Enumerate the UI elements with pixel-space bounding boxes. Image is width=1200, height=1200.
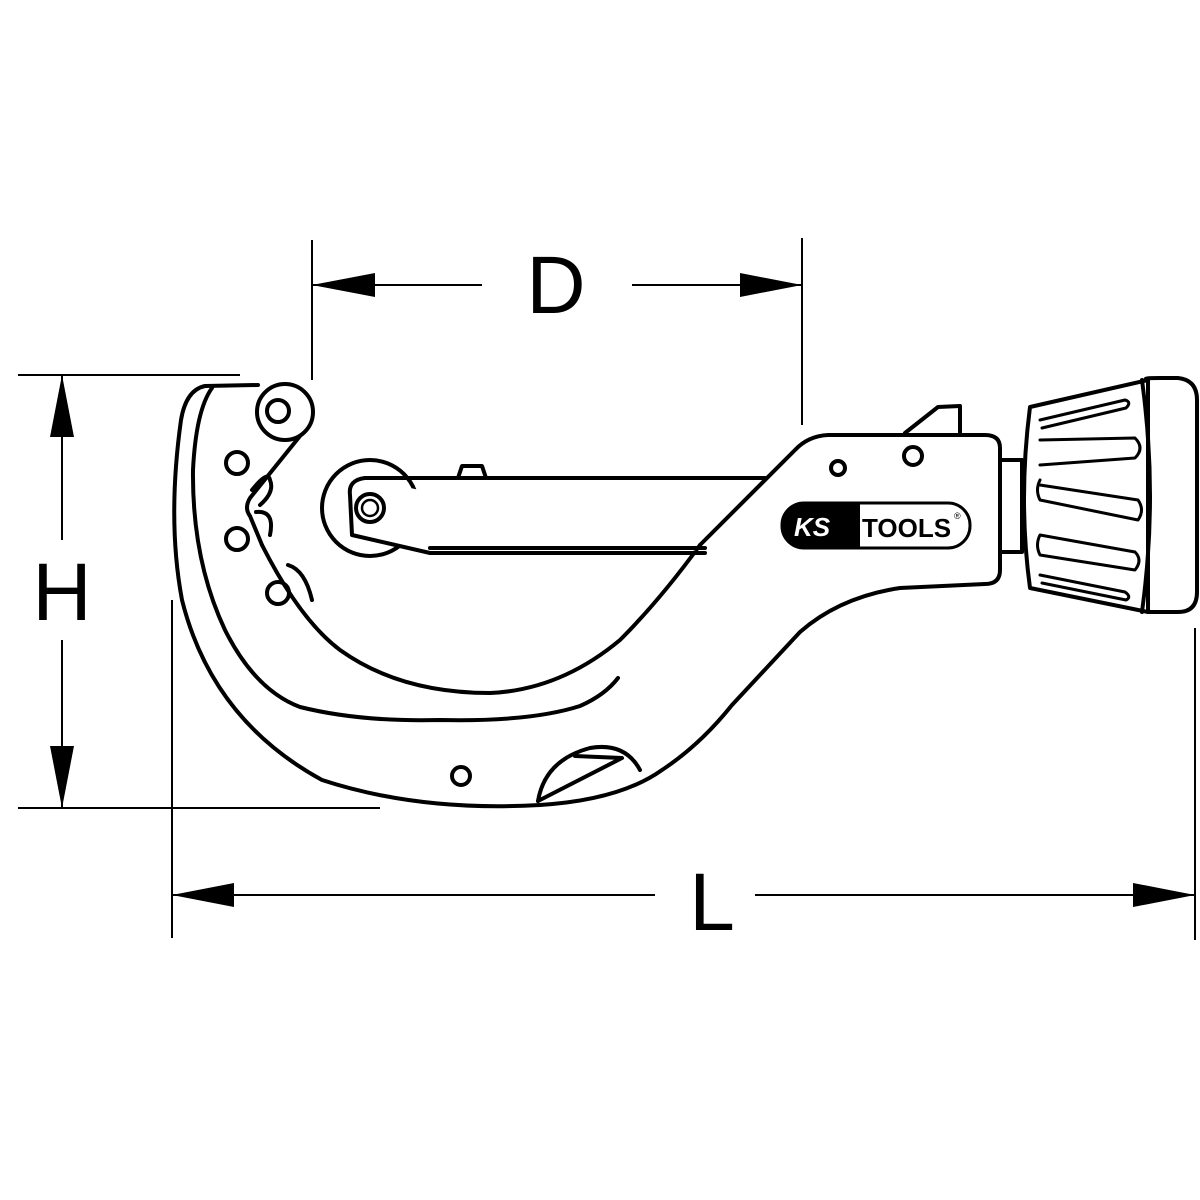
arrow-down-icon (50, 746, 74, 808)
arrow-left-icon (172, 883, 234, 907)
tool-body (172, 382, 1002, 809)
top-roller (255, 382, 315, 442)
svg-text:TOOLS: TOOLS (862, 513, 951, 543)
dimension-l-label: L (689, 857, 735, 948)
dimension-l: L (171, 600, 1196, 948)
adjustment-knob[interactable] (998, 376, 1199, 614)
svg-text:KS: KS (794, 512, 831, 542)
dimension-d-label: D (526, 240, 585, 331)
svg-text:®: ® (954, 511, 961, 521)
dimension-h: H (18, 374, 380, 809)
arrow-left-icon (312, 273, 375, 297)
arrow-right-icon (740, 273, 802, 297)
dimension-d: D (311, 238, 803, 425)
dimension-h-label: H (32, 547, 91, 638)
arrow-up-icon (50, 375, 74, 437)
ks-tools-logo: KS TOOLS ® (780, 501, 972, 550)
cutting-wheel-slide (320, 458, 767, 558)
arrow-right-icon (1133, 883, 1195, 907)
